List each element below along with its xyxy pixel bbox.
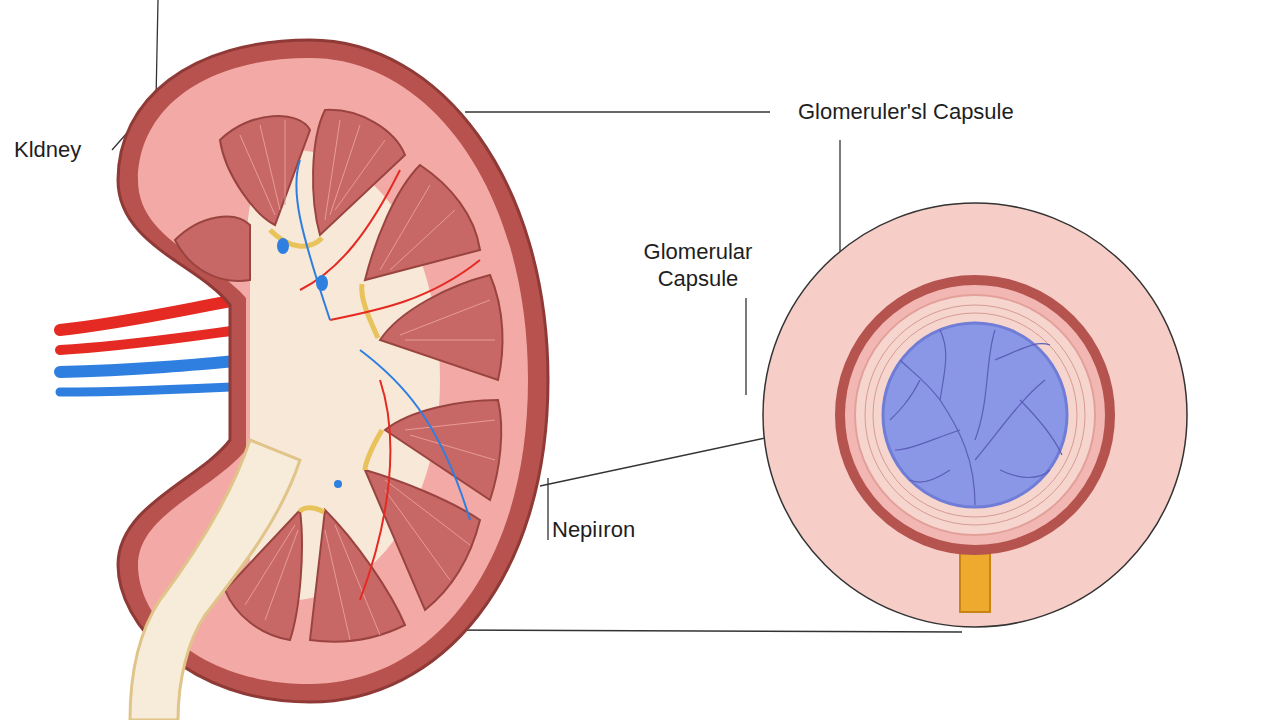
glomerulus-zoom bbox=[763, 203, 1187, 627]
ureter bbox=[130, 440, 300, 720]
interlobar-vessels bbox=[296, 160, 480, 600]
pyramid-striations bbox=[240, 120, 495, 640]
part-label: Glomerular Capsule bbox=[618, 238, 778, 292]
organ-label: Kldney bbox=[14, 136, 124, 163]
part-label: Glomeruler'sl Capsule bbox=[798, 98, 1098, 125]
part-label: Nepiıron bbox=[552, 516, 692, 543]
vessel-dots bbox=[277, 238, 342, 488]
